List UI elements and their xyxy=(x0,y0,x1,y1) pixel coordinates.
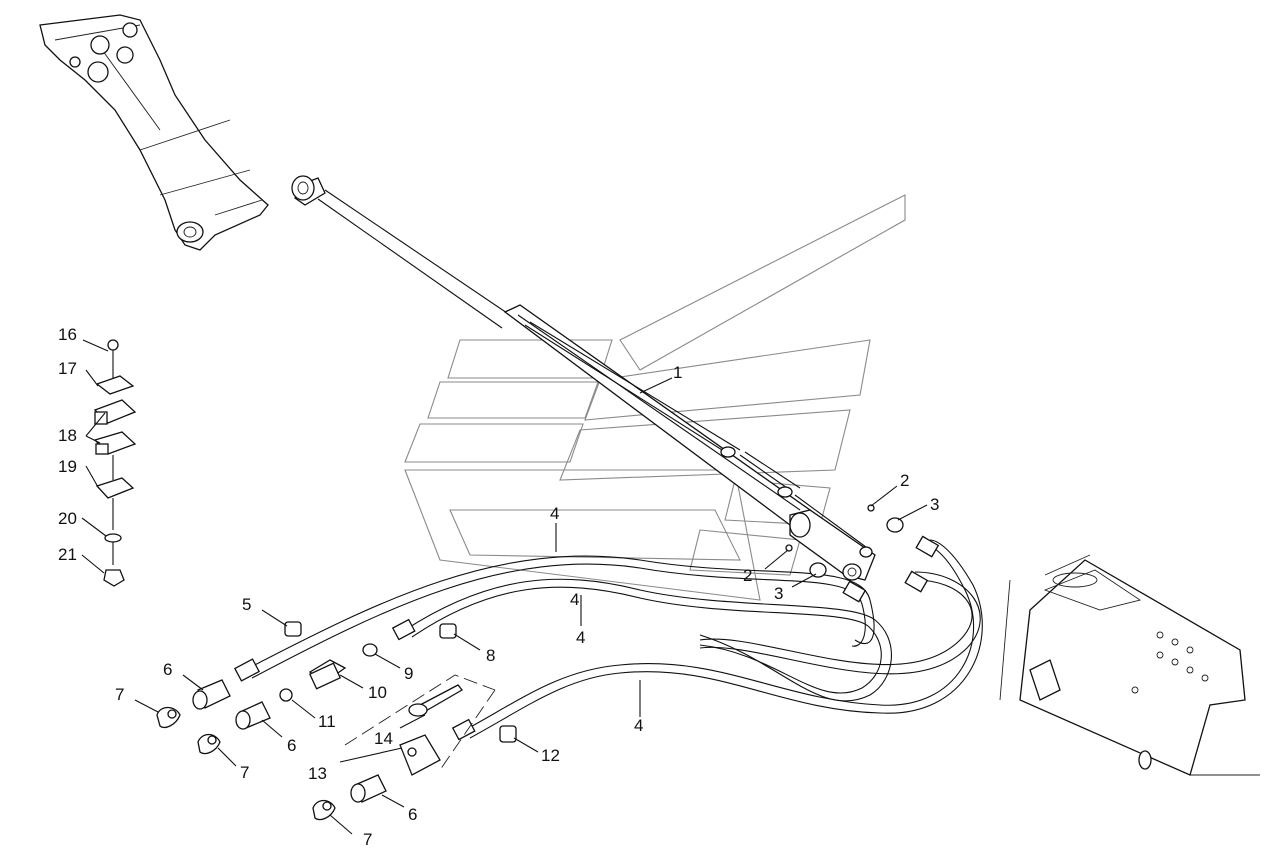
callout-1: 1 xyxy=(673,363,682,382)
callout-6b: 6 xyxy=(287,736,296,755)
callout-3a: 3 xyxy=(930,495,939,514)
fittings xyxy=(156,504,904,821)
callout-4d: 4 xyxy=(634,716,643,735)
callout-3b: 3 xyxy=(774,584,783,603)
callout-4b: 4 xyxy=(576,628,585,647)
callout-4c: 4 xyxy=(570,590,579,609)
machine-frame xyxy=(999,554,1260,776)
callout-13: 13 xyxy=(308,764,327,783)
callout-14: 14 xyxy=(374,729,393,748)
callout-18: 18 xyxy=(58,426,77,445)
loader-arm xyxy=(39,14,269,251)
callout-2a: 2 xyxy=(900,471,909,490)
callout-16: 16 xyxy=(58,325,77,344)
callout-6c: 6 xyxy=(408,805,417,824)
callout-8: 8 xyxy=(486,646,495,665)
callout-10: 10 xyxy=(368,683,387,702)
hydraulic-cylinder xyxy=(291,175,876,581)
leader-lines xyxy=(81,339,928,835)
callout-11: 11 xyxy=(318,712,336,731)
callout-labels: 1 2 2 3 3 4 4 4 4 5 6 6 6 7 7 7 8 9 10 1… xyxy=(58,325,939,849)
callout-4a: 4 xyxy=(550,504,559,523)
callout-5: 5 xyxy=(242,595,251,614)
callout-2b: 2 xyxy=(743,566,752,585)
callout-20: 21 xyxy=(58,545,77,564)
callout-17: 17 xyxy=(58,359,77,378)
callout-19: 20 xyxy=(58,509,77,528)
callout-9: 9 xyxy=(404,664,413,683)
callout-12: 12 xyxy=(541,746,560,765)
callout-7a: 7 xyxy=(115,685,124,704)
callout-21: 19 xyxy=(58,457,77,476)
callout-7b: 7 xyxy=(240,763,249,782)
callout-7c: 7 xyxy=(363,830,372,849)
clamp-assembly xyxy=(93,339,137,587)
watermark-logo xyxy=(404,194,906,601)
callout-6a: 6 xyxy=(163,660,172,679)
hydraulic-hoses xyxy=(234,535,983,741)
